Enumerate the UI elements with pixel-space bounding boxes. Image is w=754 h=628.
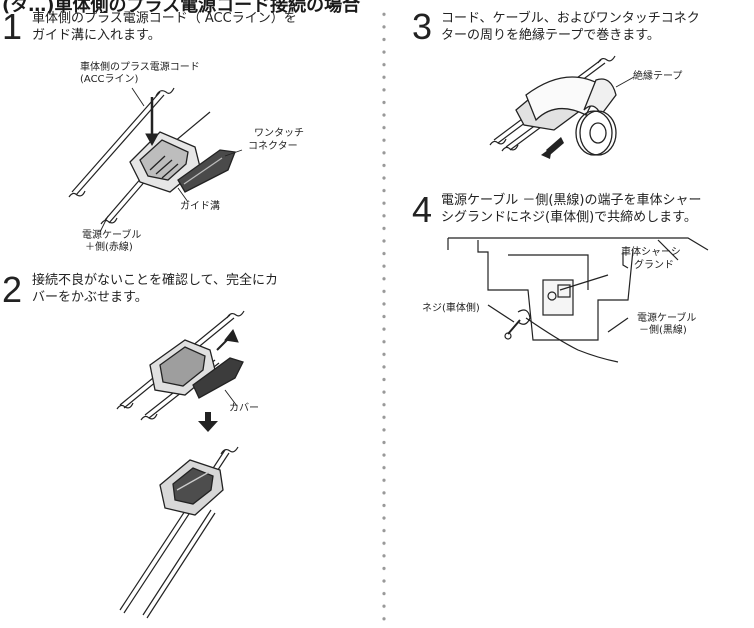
step-1-label-cord-line1: 車体側のプラス電源コード xyxy=(80,62,200,73)
step-4-ground-illustration xyxy=(447,237,709,363)
step-1-text-line1: 車体側のプラス電源コード（ ACCライン）を xyxy=(32,11,297,26)
step-4-label-screw: ネジ(車体側) xyxy=(422,303,480,314)
step-4-text-line1: 電源ケーブル －側(黒線)の端子を車体シャー xyxy=(441,193,702,208)
step-2-label-cover: カバー xyxy=(229,403,259,414)
step-4-label-ground-line2: グランド xyxy=(634,260,674,271)
step-1-text-line2: ガイド溝に入れます。 xyxy=(32,28,161,43)
step-4-label-ground-line1: 車体シャーシ xyxy=(621,247,681,258)
step-1-label-connector-line2: コネクター xyxy=(248,141,298,152)
step-4-text-line2: シグランドにネジ(車体側)で共締めします。 xyxy=(441,210,697,225)
step-2-number: 2 xyxy=(2,269,23,310)
step-1-label-power-line2: ＋側(赤線) xyxy=(85,242,133,253)
step-2-text-line2: バーをかぶせます。 xyxy=(32,290,148,305)
step-4-label-minus-line2: －側(黒線) xyxy=(639,325,687,336)
step-1-label-power-line1: 電源ケーブル xyxy=(82,230,142,241)
step-2-cover-illustration xyxy=(116,310,245,619)
step-3-label-tape: 絶縁テープ xyxy=(633,71,683,82)
column-divider xyxy=(382,8,386,628)
step-1-number: 1 xyxy=(2,6,23,47)
step-1-connector-illustration xyxy=(68,87,243,233)
step-4-label-minus-line1: 電源ケーブル xyxy=(637,313,697,324)
page-title: (タ…)車体側のプラス電源コード接続の場合 xyxy=(2,0,361,16)
step-1-label-connector-line1: ワンタッチ xyxy=(254,128,304,139)
step-3-text-line2: ターの周りを絶縁テープで巻きます。 xyxy=(441,28,660,43)
step-3-text-line1: コード、ケーブル、およびワンタッチコネク xyxy=(441,11,700,26)
step-2-text-line1: 接続不良がないことを確認して、完全にカ xyxy=(32,273,278,288)
right-column: 3 コード、ケーブル、およびワンタッチコネク ターの周りを絶縁テープで巻きます。 xyxy=(388,0,754,628)
step-1-label-cord-line2: (ACCライン) xyxy=(80,74,139,85)
step-3-number: 3 xyxy=(412,6,433,47)
step-3-tape-illustration xyxy=(489,55,635,159)
step-4-number: 4 xyxy=(412,189,433,230)
step-1-label-groove: ガイド溝 xyxy=(180,201,220,212)
